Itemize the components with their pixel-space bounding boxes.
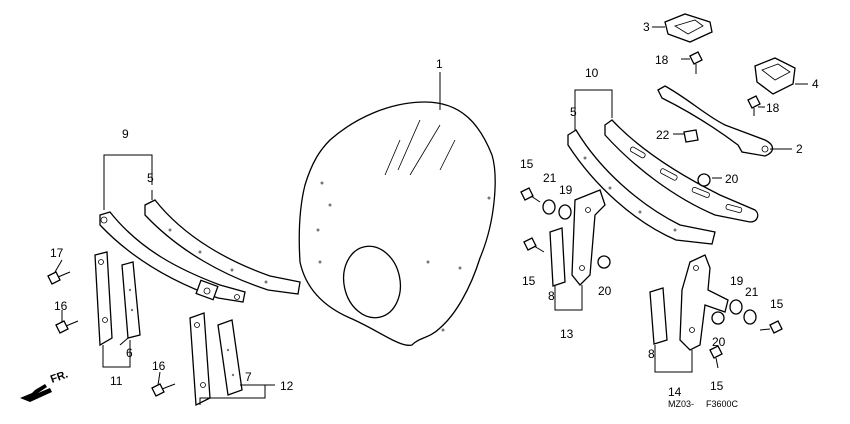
left-rubber-strip[interactable] [144, 199, 301, 295]
bottom-pad-a[interactable] [189, 312, 211, 407]
callout-22: 22 [656, 128, 670, 142]
bottom-pad-b[interactable] [217, 319, 243, 396]
callout-6: 6 [126, 346, 133, 360]
callout-15-b: 15 [522, 274, 536, 288]
nut-20a[interactable] [697, 173, 711, 187]
callout-11: 11 [110, 374, 123, 388]
washer-19b[interactable] [729, 299, 743, 315]
callout-21-a: 21 [543, 171, 557, 185]
callout-15-c: 15 [770, 297, 784, 311]
callout-16-left: 16 [54, 299, 68, 313]
windscreen[interactable] [298, 101, 496, 346]
washer-21a[interactable] [542, 199, 556, 215]
callout-10: 10 [585, 66, 599, 80]
callout-7: 7 [245, 370, 252, 384]
nut-20b[interactable] [597, 255, 611, 269]
upper-bracket[interactable] [657, 85, 774, 157]
right-rubber-strip[interactable] [567, 129, 716, 245]
nut-22[interactable] [683, 129, 699, 143]
callout-9: 9 [122, 127, 129, 141]
bolt-17[interactable] [47, 271, 71, 285]
callout-14: 14 [668, 385, 682, 399]
bolt-15b[interactable] [523, 237, 545, 253]
callout-12: 12 [280, 379, 294, 393]
callout-17: 17 [50, 246, 64, 260]
bolt-16-upper[interactable] [55, 320, 79, 334]
callout-18-lower: 18 [766, 101, 780, 115]
washer-21b[interactable] [743, 309, 757, 325]
callout-2: 2 [796, 142, 803, 156]
callout-15-d: 15 [710, 379, 724, 393]
callout-5-right: 5 [570, 105, 577, 119]
right-stay[interactable] [604, 119, 759, 223]
callout-19-b: 19 [730, 274, 744, 288]
mid-pad-8[interactable] [549, 227, 566, 287]
bolt-16-lower[interactable] [151, 383, 176, 397]
callout-5-left: 5 [147, 171, 154, 185]
callout-4: 4 [812, 77, 819, 91]
leader-lines [54, 26, 808, 405]
callout-8-upper: 8 [548, 289, 555, 303]
bolt-18-upper[interactable] [689, 51, 703, 74]
callout-20-c: 20 [712, 335, 726, 349]
mid-bracket[interactable] [571, 189, 606, 286]
left-pad-a[interactable] [94, 251, 113, 347]
callout-20-b: 20 [598, 284, 612, 298]
callout-21-b: 21 [745, 285, 759, 299]
callout-13: 13 [560, 327, 574, 341]
callout-19-a: 19 [559, 183, 573, 197]
front-direction-arrow: FR. [20, 368, 70, 402]
callout-15-a: 15 [520, 157, 534, 171]
callout-16-bottom: 16 [152, 359, 166, 373]
washer-19a[interactable] [558, 204, 572, 220]
lower-pad-8[interactable] [649, 287, 668, 345]
bolt-18-lower[interactable] [747, 95, 761, 116]
callout-labels: 1 2 3 4 5 5 6 7 8 8 9 10 11 12 13 14 15 … [50, 20, 819, 399]
clip-4[interactable] [754, 57, 796, 95]
lower-bracket[interactable] [679, 254, 729, 351]
clip-3[interactable] [664, 13, 713, 43]
bolt-15d[interactable] [709, 345, 723, 369]
bolt-15a[interactable] [520, 187, 541, 203]
direction-label: FR. [49, 368, 70, 385]
diagram-code-right: F3600C [706, 399, 739, 409]
nut-20c[interactable] [711, 311, 725, 325]
callout-20-a: 20 [725, 172, 739, 186]
left-stay[interactable] [99, 211, 246, 303]
bolt-15c[interactable] [759, 320, 783, 334]
callout-1: 1 [436, 57, 443, 71]
left-pad-b[interactable] [121, 261, 141, 339]
diagram-code-left: MZ03- [668, 399, 694, 409]
callout-18-upper: 18 [655, 53, 669, 67]
callout-3: 3 [643, 20, 650, 34]
callout-8-lower: 8 [648, 347, 655, 361]
